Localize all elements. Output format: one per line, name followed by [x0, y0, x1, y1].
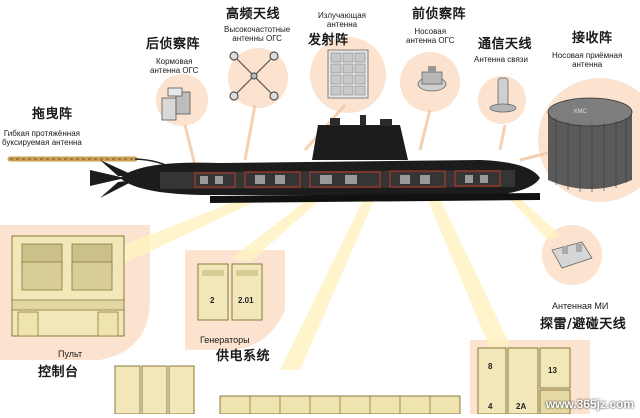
power-supply-title: 供电系统 — [216, 349, 271, 364]
comm-antenna-icon — [489, 77, 517, 113]
watermark: www.365jz.com — [545, 397, 634, 411]
mine-antenna-icon — [551, 241, 593, 269]
comm-antenna-caption: Антенна связи — [474, 55, 528, 64]
hf-antenna-title: 高频天线 — [226, 7, 281, 22]
rack-number-a: 8 — [488, 362, 493, 371]
console-icon — [11, 235, 125, 337]
bow-antenna-caption: Носовая антенна ОГС — [406, 27, 455, 45]
generators-icon — [197, 263, 263, 321]
stern-antenna-icon — [161, 87, 191, 121]
equipment-racks — [477, 347, 571, 415]
rack-number-d: 4 — [488, 402, 493, 411]
submarine — [90, 115, 540, 203]
stern-antenna-title: 后侦察阵 — [146, 37, 201, 52]
emitting-antenna-title: 发射阵 — [308, 33, 349, 48]
receiving-array-caption: Носовая приёмная антенна — [552, 51, 623, 69]
mine-antenna-title: 探雷/避碰天线 — [540, 317, 627, 332]
receiving-array-title: 接收阵 — [572, 31, 613, 46]
console-caption: Пульт — [58, 349, 83, 359]
hf-antenna-caption: Высокочастотные антенны ОГС — [224, 25, 291, 43]
bow-antenna-title: 前侦察阵 — [412, 7, 467, 22]
emitting-antenna-caption: Излучающая антенна — [318, 11, 366, 29]
generator-number-b: 2.01 — [238, 296, 254, 305]
generator-number-a: 2 — [210, 296, 215, 305]
towed-array-caption: Гибкая протяжённая буксируемая антенна — [2, 129, 82, 147]
console-title: 控制台 — [38, 365, 79, 380]
power-supply-racks — [114, 365, 461, 415]
stern-antenna-caption: Кормовая антенна ОГС — [150, 57, 199, 75]
rack-number-c: 13 — [548, 366, 557, 375]
hf-antenna-icon — [229, 51, 279, 101]
rack-number-b: 2A — [516, 402, 527, 411]
bow-antenna-icon — [417, 66, 447, 92]
towed-array-title: 拖曳阵 — [32, 107, 73, 122]
emitting-antenna-icon — [327, 49, 369, 99]
comm-antenna-title: 通信天线 — [478, 37, 533, 52]
receiving-array-text: КМС — [574, 109, 587, 115]
mine-antenna-caption: Антенная МИ — [552, 301, 609, 311]
receiving-array-icon: КМС — [547, 97, 633, 192]
generators-caption: Генераторы — [200, 335, 250, 345]
